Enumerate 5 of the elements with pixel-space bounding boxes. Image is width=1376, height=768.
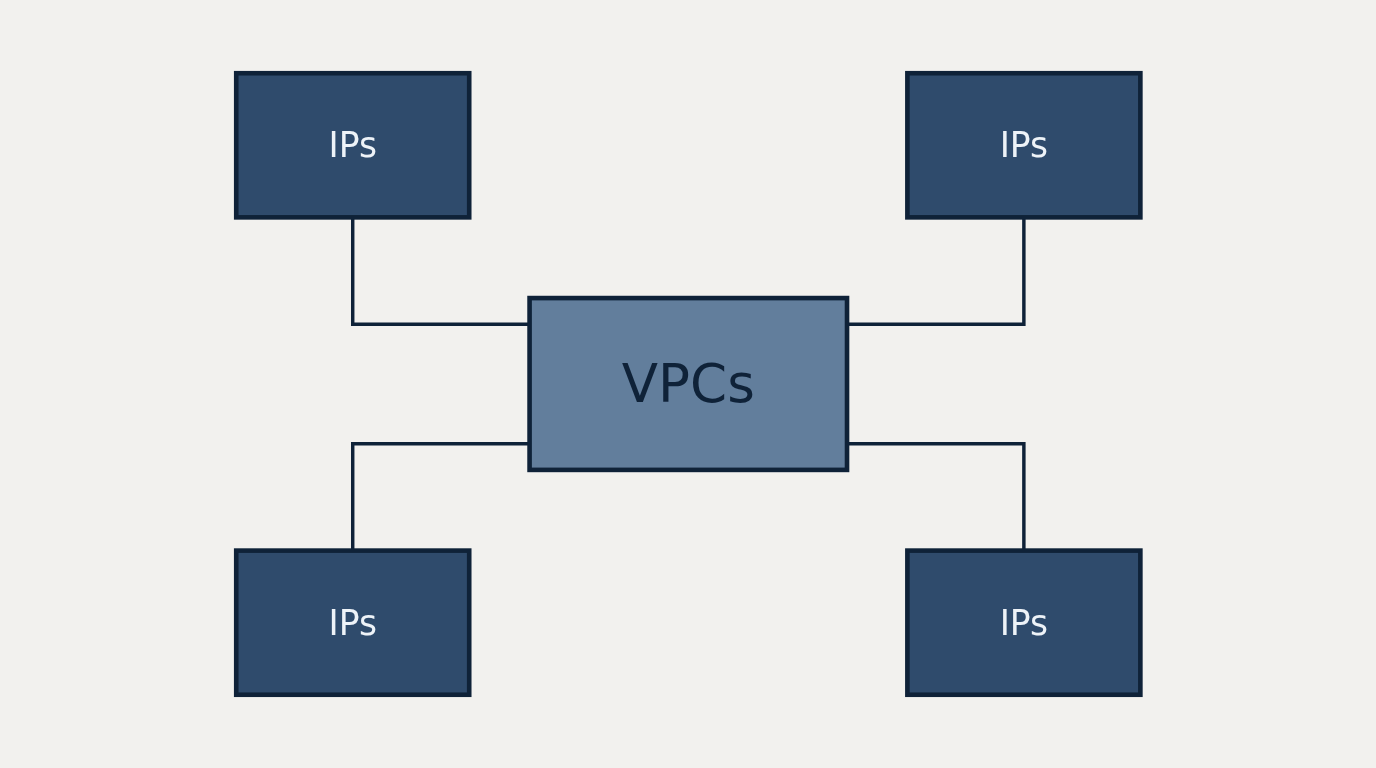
node-box: IPs <box>233 70 472 220</box>
node-box: IPs <box>904 548 1143 698</box>
node-box: IPs <box>904 70 1143 220</box>
node-box: IPs <box>233 548 472 698</box>
node-box: VPCs <box>526 295 850 473</box>
